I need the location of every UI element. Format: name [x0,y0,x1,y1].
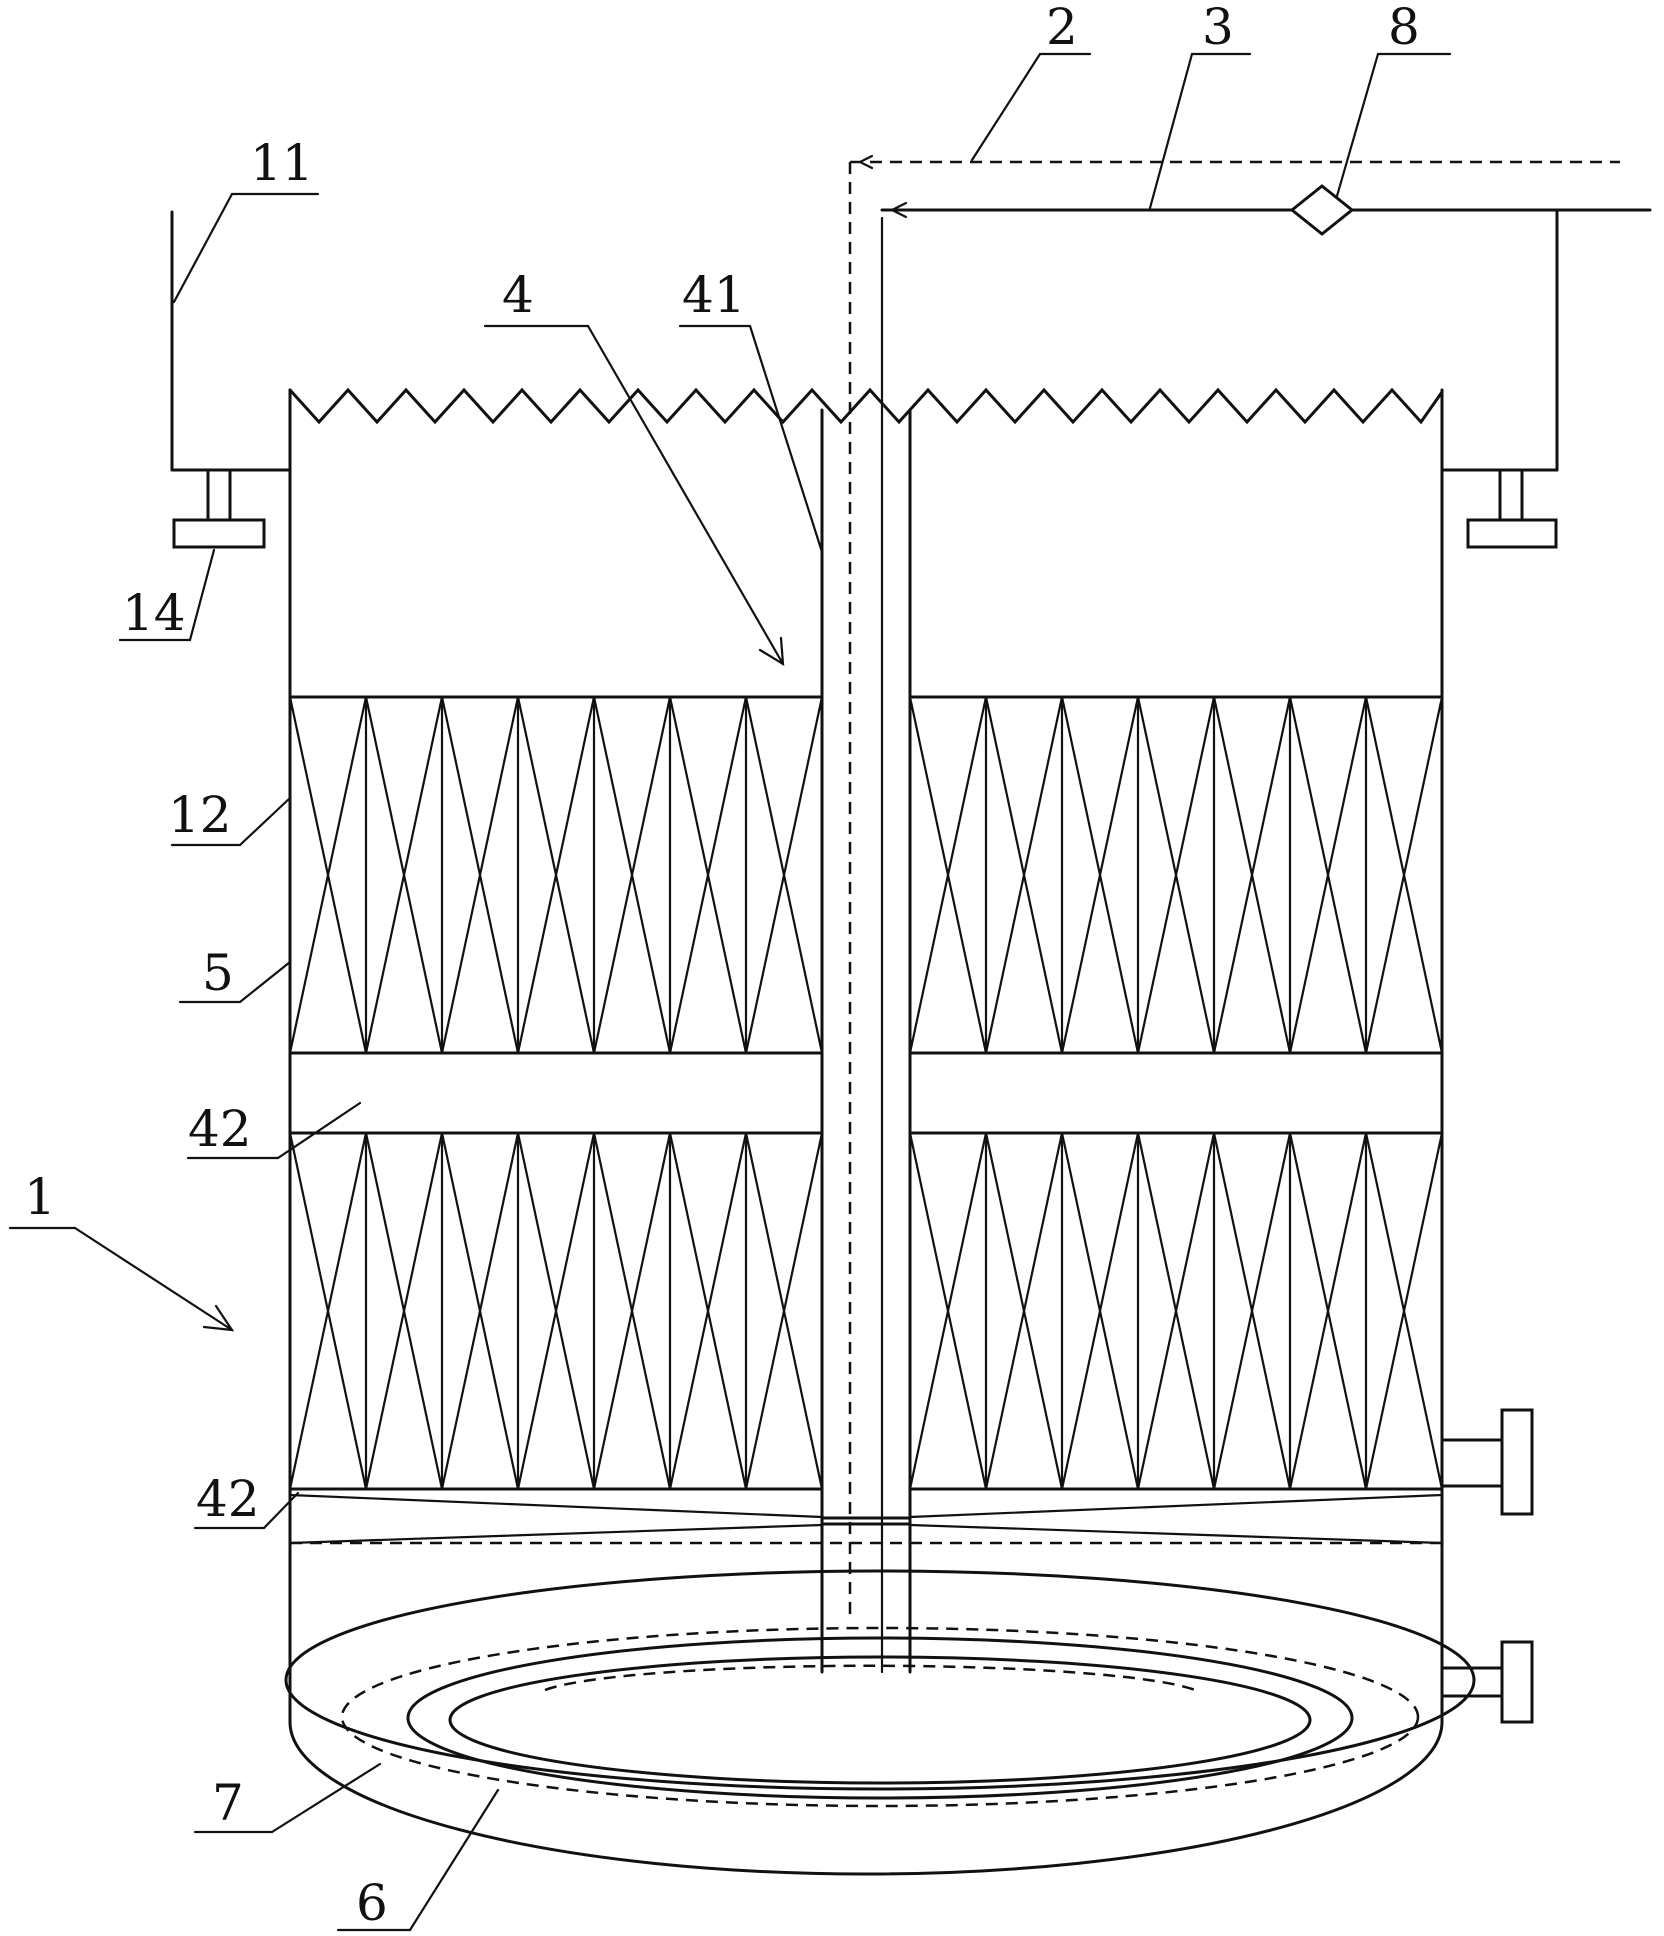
gas-pipe-2 [850,154,1620,170]
dashed-ring [340,1626,1420,1808]
valve-8 [1289,184,1355,236]
nozzle-left-top [170,210,292,549]
nozzle-right-middle [1440,1408,1534,1516]
label-4: 4 [502,266,534,324]
packing-boundaries [288,695,1444,1491]
label-12: 12 [168,786,232,844]
label-1: 1 [24,1168,56,1226]
label-42-upper: 42 [188,1100,252,1158]
nozzle-right-top [1440,208,1559,549]
nozzle-right-bottom [1440,1640,1534,1724]
inner-dashed-arc [544,1664,1196,1692]
central-tube [820,162,912,1674]
label-3: 3 [1202,0,1234,56]
bottom-head [288,1720,1444,1876]
labels: 2 3 8 11 4 41 14 12 5 42 1 42 7 6 [24,0,1420,1932]
bottom-coils [284,1569,1476,1876]
liquid-pipe-3 [880,184,1652,236]
outer-ring [284,1569,1476,1791]
inner-ring [448,1655,1312,1785]
distributor-plate [288,1493,1444,1545]
ring-6 [406,1636,1354,1800]
label-8: 8 [1388,0,1420,56]
leader-lines [8,52,1452,1932]
label-7: 7 [212,1774,244,1832]
label-5: 5 [202,944,234,1002]
label-42-lower: 42 [196,1470,260,1528]
packing-layer [288,695,1444,1491]
vessel-shell [288,387,1444,1724]
serrated-top-edge [288,387,1444,425]
label-6: 6 [356,1874,388,1932]
label-2: 2 [1046,0,1078,56]
label-11: 11 [250,134,314,192]
label-14: 14 [122,584,186,642]
label-41: 41 [682,266,746,324]
